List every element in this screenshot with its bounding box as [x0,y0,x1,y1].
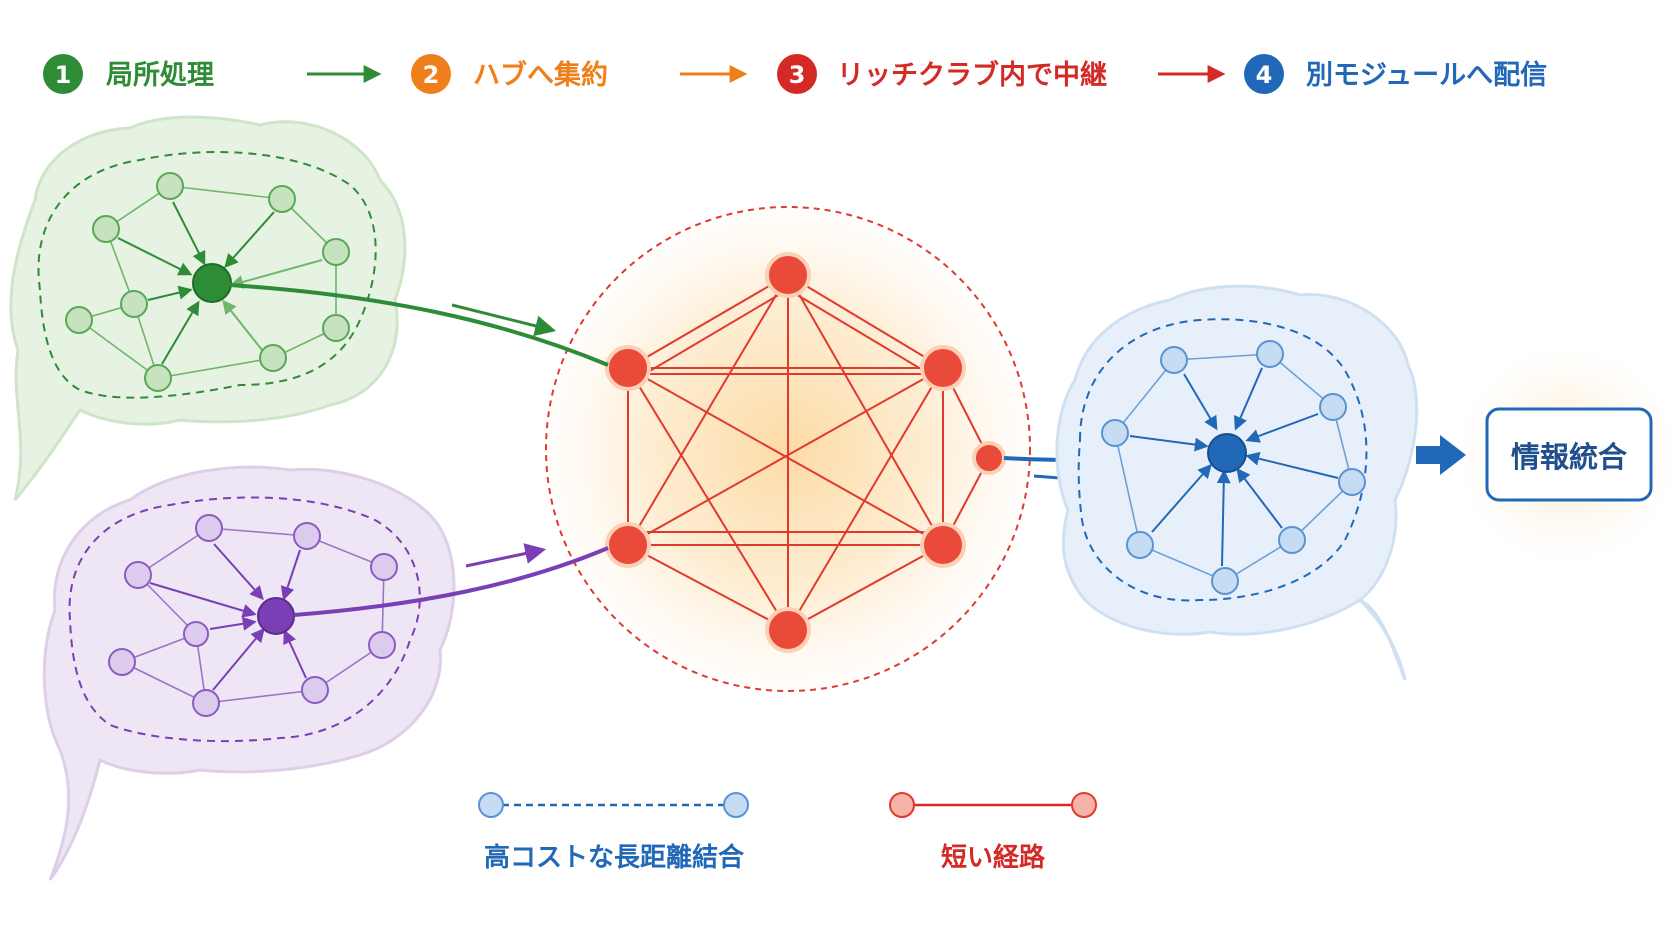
step-2-badge [411,54,451,94]
node [195,514,223,542]
step-4: 4 別モジュールへ配信 [1244,54,1547,94]
legend-node [1071,792,1097,818]
legend-node [478,792,504,818]
module-inward-arrows [117,201,323,365]
module-nodes [108,514,398,717]
purple-module [42,465,456,881]
node [370,553,398,581]
node [1101,419,1129,447]
node [1160,346,1188,374]
hub-node [605,522,651,568]
node [183,621,209,647]
legend-node [889,792,915,818]
step-3: 3 リッチクラブ内で中継 [777,54,1107,94]
node [65,306,93,334]
purple-to-club-edge [293,546,609,617]
hub-node [972,441,1006,475]
output: 情報統合 [1416,335,1672,575]
blue-module [1055,284,1419,681]
node [322,238,350,266]
step-4-number: 4 [1256,61,1273,89]
module-inward-arrows [1129,367,1339,567]
node [1338,468,1366,496]
module-hub-node [257,597,295,635]
rich-club-edges [627,274,990,631]
arrow-right-icon [1416,435,1466,475]
node [144,364,172,392]
hub-node [920,522,966,568]
green-module [9,115,407,501]
step-header: 1 局所処理 2 ハブへ集約 3 リッチクラブ内で中継 4 別モジュールへ配信 [43,54,1547,94]
node [322,314,350,342]
node [124,561,152,589]
step-2-number: 2 [423,61,440,89]
hub-node [765,607,811,653]
node [1126,531,1154,559]
node [156,172,184,200]
rich-club-boundary [545,206,1031,692]
legend: 高コストな長距離結合 短い経路 [478,792,1097,873]
module-hub-node [192,263,232,303]
legend-node [723,792,749,818]
brain-outline-icon [42,465,456,881]
step-1: 1 局所処理 [43,54,214,94]
arrow-right-icon [451,303,557,337]
step-3-label: リッチクラブ内で中継 [837,59,1107,91]
legend-short-path: 短い経路 [889,792,1097,873]
node [92,215,120,243]
node [368,631,396,659]
module-nodes [1101,340,1366,595]
node [301,676,329,704]
node [1319,393,1347,421]
hub-node [765,252,811,298]
rich-club-nodes [605,252,1006,653]
node [268,185,296,213]
legend-long-range: 高コストな長距離結合 [478,792,749,873]
arrow-right-icon [465,543,547,568]
step-1-number: 1 [55,61,72,89]
node [1256,340,1284,368]
module-inward-arrows [149,543,307,691]
hub-node [605,345,651,391]
output-box-label: 情報統合 [1511,440,1627,474]
green-to-club-edge [229,283,609,367]
step-2-label: ハブへ集約 [473,59,608,91]
module-boundary [68,496,421,743]
brain-outline-icon [9,115,407,501]
step-1-label: 局所処理 [106,59,214,91]
output-box [1485,407,1653,502]
step-3-number: 3 [789,61,806,89]
step-2: 2 ハブへ集約 [411,54,608,94]
module-hub-node [1207,433,1247,473]
node [108,648,136,676]
module-nodes [65,172,350,392]
step-4-label: 別モジュールへ配信 [1306,60,1547,91]
node [1278,526,1306,554]
rich-club [545,206,1031,692]
node [293,522,321,550]
step-3-badge [777,54,817,94]
legend-long-range-label: 高コストな長距離結合 [484,842,745,873]
step-4-badge [1244,54,1284,94]
legend-short-path-label: 短い経路 [941,842,1046,873]
hub-node [920,345,966,391]
node [120,290,148,318]
node [259,344,287,372]
node [192,689,220,717]
node [1211,567,1239,595]
step-1-badge [43,54,83,94]
